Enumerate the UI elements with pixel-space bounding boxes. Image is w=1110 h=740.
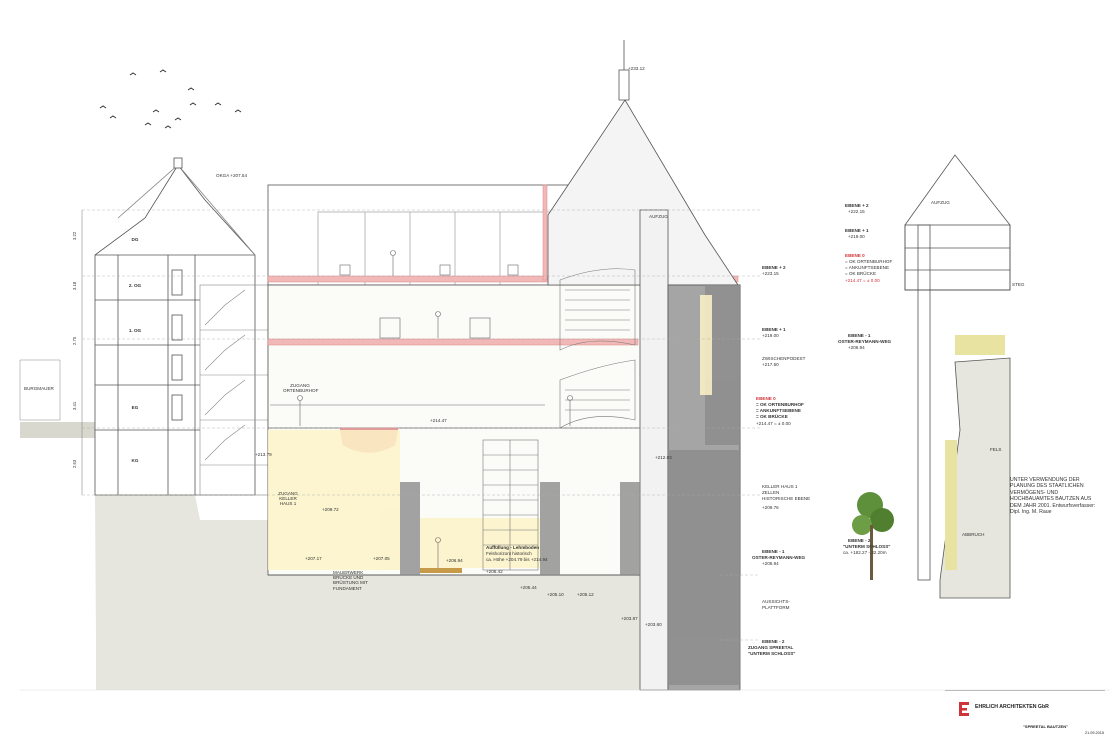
- spot-level: +205.12: [577, 592, 594, 597]
- side-level-ebene-minus1-sub: OSTER-REYMANN-WEG: [838, 339, 892, 344]
- level-zwischenpodest-value: +217.50: [762, 362, 779, 367]
- side-level-ebene-0-line-3: = OK BRÜCKE: [845, 271, 877, 276]
- spot-level: OKGA +207.54: [216, 173, 248, 178]
- side-level-ebene-plus1: EBENE + 1: [845, 228, 869, 233]
- height-dim: 2.63: [72, 459, 77, 468]
- level-keller-2: ZELLEN: [762, 490, 780, 495]
- spot-level: +203.60: [645, 622, 662, 627]
- spot-level: +203.87: [621, 616, 638, 621]
- spot-level: +212.03: [655, 455, 672, 460]
- side-level-ebene-minus2: EBENE - 2: [848, 538, 871, 543]
- infill-areas: [268, 295, 712, 570]
- level-ebene-plus1-value: +219.00: [762, 333, 779, 338]
- label-auffuellung-2: Felshorizont historisch: [486, 551, 532, 556]
- planning-note: UNTER VERWENDUNG DER PLANUNG DES STAATLI…: [1010, 477, 1096, 516]
- side-level-ebene-0-line-1: = OK ORTENBURHOF: [845, 259, 893, 264]
- level-keller-3: HISTORISCHE EBENE: [762, 496, 811, 501]
- level-ebene-minus1-sub: OSTER-REYMANN-WEG: [752, 555, 806, 560]
- level-ebene-plus1: EBENE + 1: [762, 327, 786, 332]
- level-ebene-minus2-sub-1: ZUGANG SPREETAL: [748, 645, 794, 650]
- level-ebene-0-value: +214.47 = ± 0.00: [756, 421, 791, 426]
- spot-level: +209.72: [322, 507, 339, 512]
- company-name: EHRLICH ARCHITEKTEN GbR: [975, 704, 1049, 710]
- side-level-ebene-minus2-value: ca. +182.27 - 32.20m: [843, 550, 887, 555]
- side-level-ebene-0-line-2: = ANKUNFTSEBENE: [845, 265, 890, 270]
- side-level-ebene-minus2-sub: "UNTERM SCHLOSS": [843, 544, 891, 549]
- floor-label-2og: 2. OG: [128, 283, 142, 288]
- spot-level: +233.12: [628, 66, 645, 71]
- spot-level: +206.94: [446, 558, 463, 563]
- tree: [852, 492, 894, 580]
- bridge-and-figures: [270, 250, 573, 573]
- ground-mass: [19, 359, 640, 690]
- logo: [959, 702, 969, 716]
- side-level-ebene-0: EBENE 0: [845, 253, 865, 258]
- side-level-ebene-plus1-value: +219.00: [848, 234, 865, 239]
- title-block: EHRLICH ARCHITEKTEN GbR "SPREETAL BAUTZE…: [945, 690, 1105, 739]
- floor-label-dg: DG: [131, 237, 139, 242]
- height-dim: 3.22: [72, 231, 77, 240]
- side-section: [904, 154, 1011, 599]
- height-dim: 3.41: [72, 401, 77, 410]
- spot-level: +213.79: [255, 452, 272, 457]
- level-ebene-minus1: EBENE - 1: [762, 549, 785, 554]
- courtyard-stair: [482, 439, 539, 571]
- left-house: [94, 157, 256, 496]
- side-level-ebene-0-value: +214.47 = ± 0.00: [845, 278, 880, 283]
- spot-level: +206.42: [486, 569, 503, 574]
- label-aussichtsplattform-2: PLATTFORM: [762, 605, 790, 610]
- level-ebene-0-line-1: = OK ORTENBURHOF: [756, 402, 804, 407]
- side-level-ebene-plus2-value: +222.15: [848, 209, 865, 214]
- side-label-fels: FELS: [990, 447, 1002, 452]
- project-name: "SPREETAL BAUTZEN": [1023, 724, 1068, 729]
- level-ebene-minus2: EBENE - 2: [762, 639, 785, 644]
- spot-level: +205.44: [520, 585, 537, 590]
- drawing-number: 21.09.2015: [1085, 731, 1105, 735]
- label-mauerwerk: MAUERWERK BRÜCKE UND BRÜSTUNG MIT FUNDAM…: [333, 570, 368, 591]
- side-label-steg: STEG: [1012, 282, 1025, 287]
- spot-level: +214.47: [430, 418, 447, 423]
- level-keller-value: +209.76: [762, 505, 779, 510]
- label-auffuellung-3: ca. Höhe +204.79 bis +214.94: [486, 557, 548, 562]
- label-burgmauer: BURGMAUER: [24, 386, 54, 391]
- height-dim: 3.18: [72, 281, 77, 290]
- side-level-ebene-plus2: EBENE + 2: [845, 203, 869, 208]
- birds: [99, 69, 242, 129]
- level-ebene-plus2-value: +223.15: [762, 271, 779, 276]
- level-ebene-0-line-2: = ANKUNFTSEBENE: [756, 408, 801, 413]
- level-ebene-plus2: EBENE + 2: [762, 265, 786, 270]
- side-label-aufzug: AUFZUG: [931, 200, 950, 205]
- side-level-ebene-minus1-value: +206.94: [848, 345, 865, 350]
- side-label-abbruch: ABBRUCH: [962, 532, 985, 537]
- level-ebene-0-line-3: = OK BRÜCKE: [756, 414, 788, 419]
- spot-level: +205.10: [547, 592, 564, 597]
- height-dim: 2.75: [72, 336, 77, 345]
- level-ebene-minus1-value: +206.94: [762, 561, 779, 566]
- label-zugang-keller: ZUGANG KELLER HAUS 1: [278, 491, 298, 507]
- label-aussichtsplattform-1: AUSSICHTS-: [762, 599, 790, 604]
- spot-level: +207.05: [373, 556, 390, 561]
- floor-label-1og: 1. OG: [128, 328, 142, 333]
- floor-label-eg: EG: [131, 405, 139, 410]
- label-zugang-ortenburhof: ZUGANG ORTENBURHOF: [283, 383, 319, 394]
- floor-label-kg: KG: [131, 458, 139, 463]
- level-ebene-0: EBENE 0: [756, 396, 776, 401]
- spiral-stair: [559, 268, 636, 429]
- side-level-ebene-minus1: EBENE - 1: [848, 333, 871, 338]
- level-keller-1: KELLER HAUS 1: [762, 484, 798, 489]
- level-lines: [82, 209, 760, 641]
- label-auffuellung-1: Auffüllung - Lehmboden: [486, 545, 540, 550]
- level-zwischenpodest: ZWISCHENPODEST: [762, 356, 806, 361]
- spot-level: +207.17: [305, 556, 322, 561]
- label-aufzug: AUFZUG: [649, 214, 668, 219]
- level-ebene-minus2-sub-2: "UNTERM SCHLOSS": [748, 651, 796, 656]
